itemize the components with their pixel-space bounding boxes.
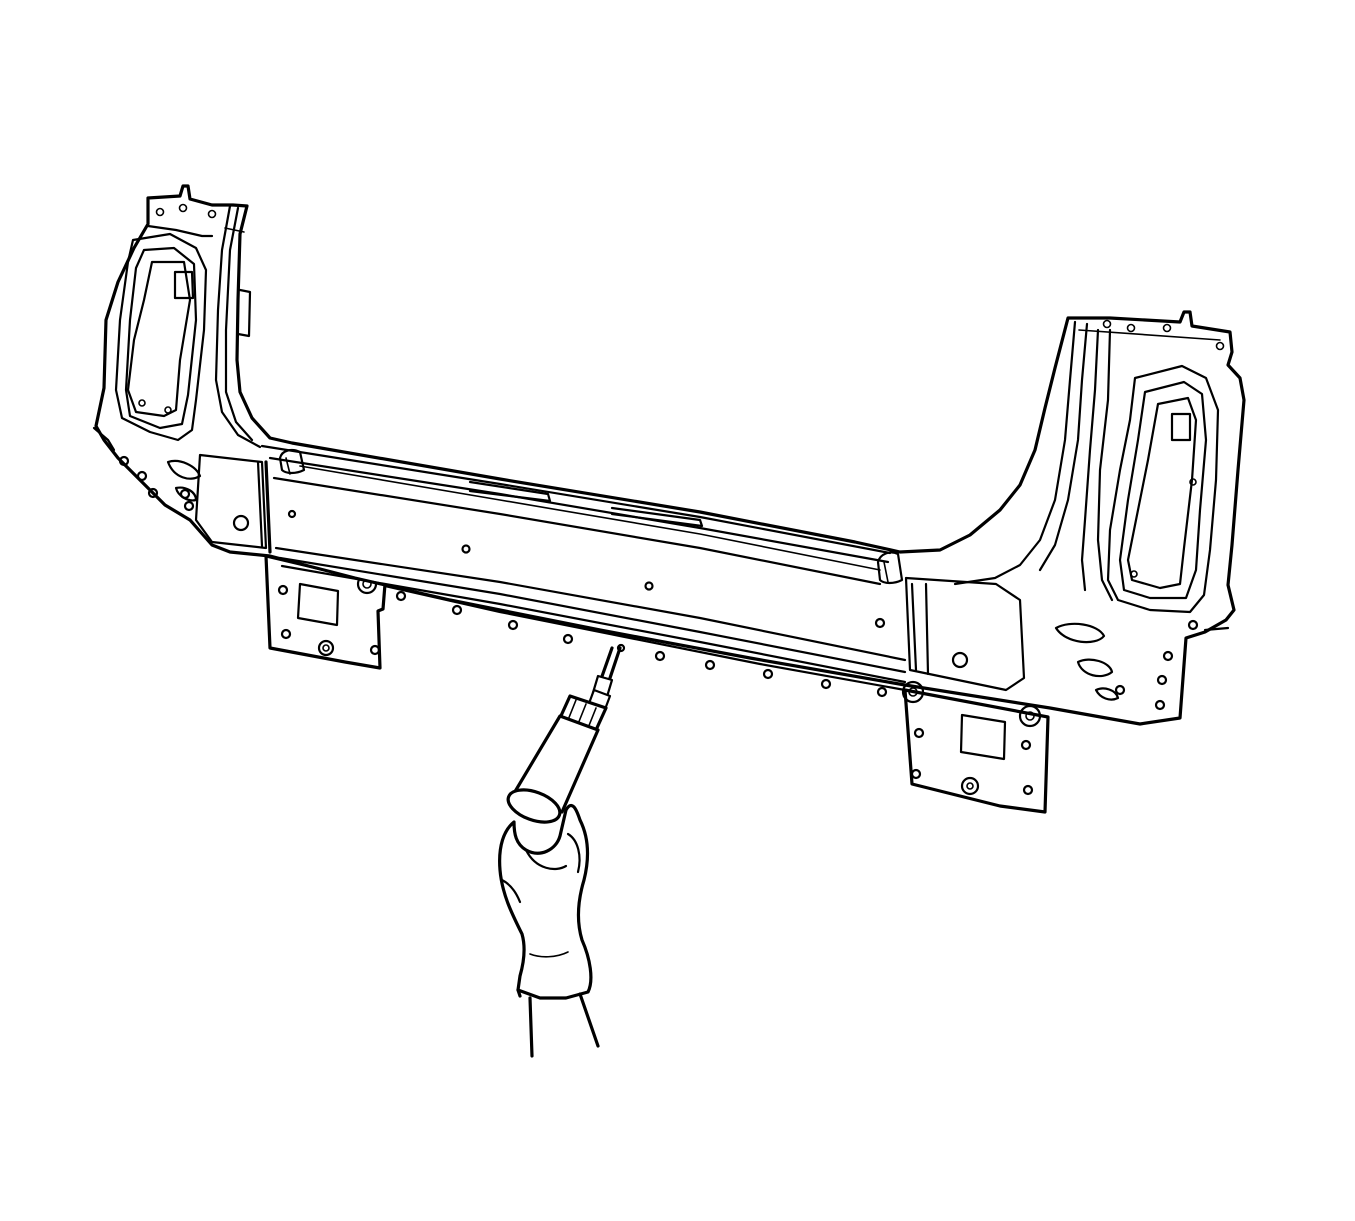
right-pillar: [953, 319, 1230, 711]
panel-outline: [94, 184, 1246, 726]
lower-flange: [383, 584, 925, 704]
upper-beam: [260, 444, 904, 585]
rear-end-panel-icon: [92, 184, 1246, 814]
left-pillar: [92, 203, 262, 512]
panel-face: [194, 453, 1026, 692]
drill-tool-icon: [506, 646, 622, 824]
right-mounting-bracket: [903, 688, 1050, 814]
gloved-hand-icon: [498, 804, 600, 1058]
